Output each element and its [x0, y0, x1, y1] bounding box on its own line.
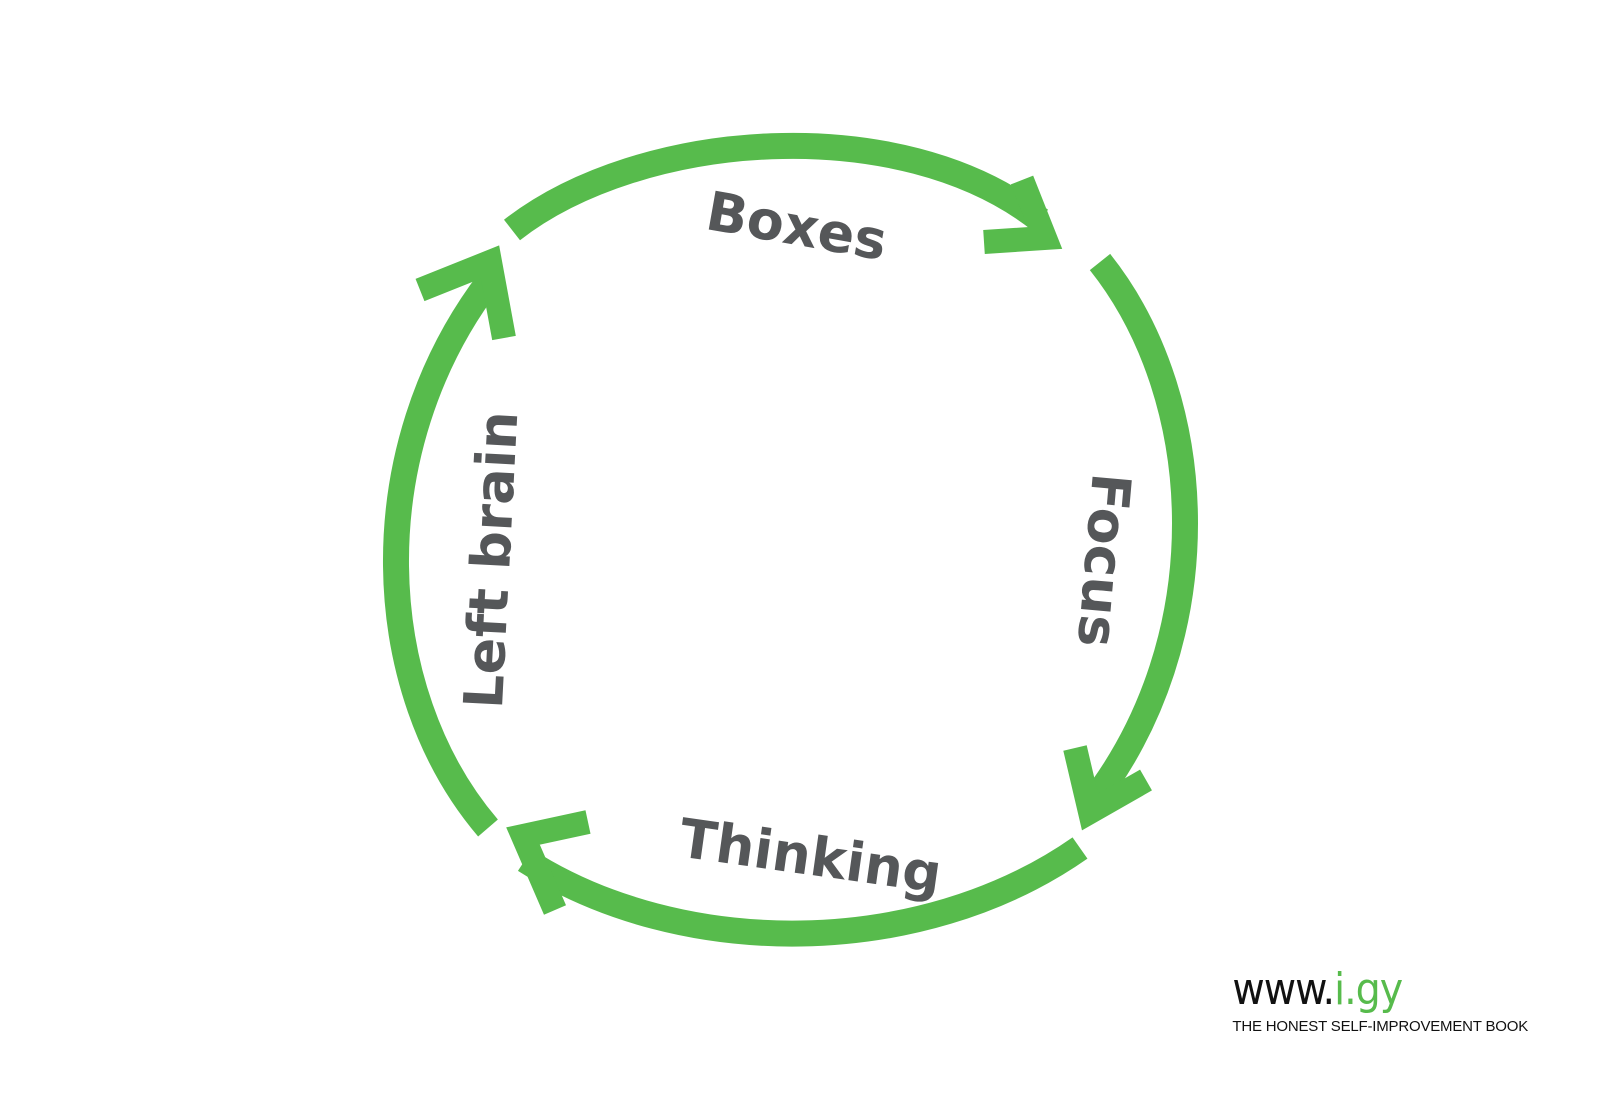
brand-url[interactable]: www.i.gy: [1232, 966, 1528, 1014]
brand-url-prefix: www.: [1232, 964, 1335, 1015]
label-thinking: Thinking: [676, 807, 946, 906]
brand-block: www.i.gy THE HONEST SELF-IMPROVEMENT BOO…: [1232, 966, 1528, 1036]
arrow-top: [504, 132, 1063, 254]
arrow-right: [1063, 253, 1198, 831]
arrow-left: [383, 245, 516, 837]
arrow-bottom: [506, 810, 1088, 947]
label-focus: Focus: [1065, 471, 1143, 650]
brand-url-accent: i.gy: [1334, 964, 1403, 1015]
brand-tagline: THE HONEST SELF-IMPROVEMENT BOOK: [1232, 1018, 1528, 1035]
label-boxes: Boxes: [702, 179, 892, 273]
label-left-brain: Left brain: [452, 409, 531, 710]
